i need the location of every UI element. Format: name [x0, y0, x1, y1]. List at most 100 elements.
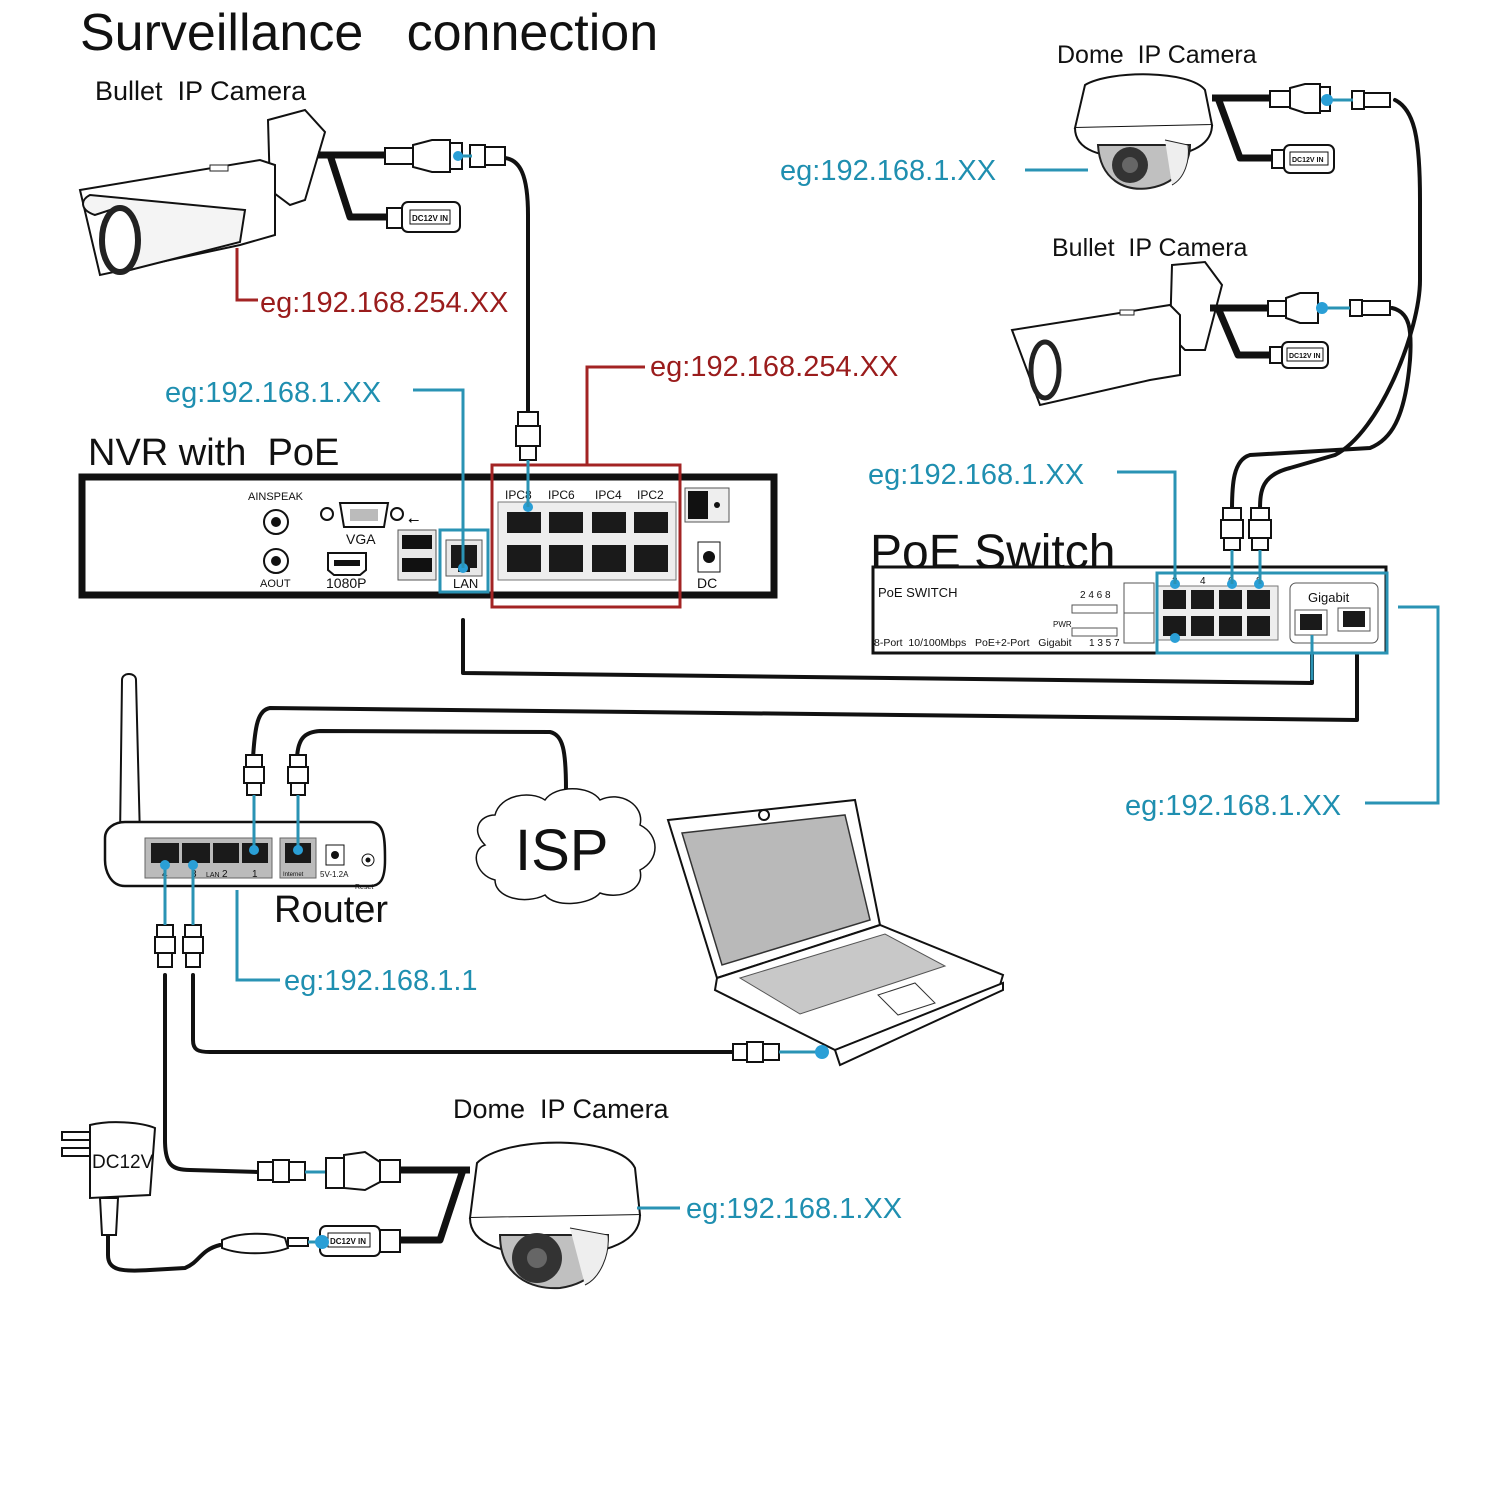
poe-switch[interactable]: PoE Switch PoE SWITCH 8-Port 10/100Mbps … — [868, 459, 1440, 822]
nvr[interactable]: NVR with PoE AINSPEAK AOUT VGA ⭠ — [78, 351, 898, 609]
ip-leader-line — [1117, 470, 1177, 584]
rj45-female-connector-icon — [1267, 292, 1319, 324]
rj45-male-plug-icon — [1349, 299, 1391, 317]
adapter-cable-strain-relief — [98, 1197, 120, 1236]
usb-icon: ⭠ — [408, 511, 419, 527]
dome-camera-top[interactable]: Dome IP Camera DC12V IN eg — [780, 41, 1391, 190]
cable-isp-to-router — [295, 729, 568, 792]
nvr-poe-ports[interactable] — [507, 502, 668, 572]
cable-power-adapter — [106, 1233, 222, 1273]
switch-port — [1219, 616, 1242, 636]
rj45-male-plug-icon — [154, 924, 176, 968]
rj45-male-plug-icon — [515, 411, 541, 461]
bullet-camera-left-label: Bullet IP Camera — [95, 76, 307, 106]
poe-switch-spec: 8-Port 10/100Mbps PoE+2-Port Gigabit — [874, 637, 1072, 649]
bullet-camera-right[interactable]: Bullet IP Camera DC12V IN — [1010, 234, 1391, 407]
rj45-male-plug-icon — [257, 1159, 306, 1183]
rj45-female-connector-icon — [325, 1150, 401, 1192]
switch-port — [1163, 616, 1186, 636]
vga-port-icon[interactable] — [320, 502, 404, 528]
ip-leader-line — [235, 248, 258, 302]
router-port-number: 1 — [252, 869, 258, 880]
power-adapter[interactable]: DC12V — [61, 1121, 157, 1236]
usb-ports-icon[interactable] — [397, 529, 437, 581]
nvr-label: NVR with PoE — [88, 432, 339, 474]
switch-port — [1191, 590, 1214, 609]
nvr-port-vga-label: VGA — [346, 531, 376, 547]
ipc-port — [634, 512, 668, 533]
rj45-male-plug-icon — [182, 924, 204, 968]
rj45-male-plug-icon — [732, 1041, 780, 1063]
dome-camera-icon — [1073, 73, 1214, 190]
ipc-label: IPC4 — [595, 488, 622, 502]
dc12v-in-jack-icon: DC12V IN — [319, 1225, 401, 1257]
poe-switch-ip-right: eg:192.168.1.XX — [1125, 790, 1341, 822]
nvr-ipc-labels: IPC8 IPC6 IPC4 IPC2 — [505, 488, 664, 502]
hdmi-port-icon[interactable] — [327, 552, 367, 576]
switch-poe-ports[interactable] — [1163, 590, 1270, 636]
ip-leader-line — [235, 890, 280, 982]
power-jack-label: DC12V IN — [330, 1237, 366, 1246]
gigabit-label: Gigabit — [1308, 590, 1350, 605]
rj45-male-plug-icon — [1351, 90, 1391, 110]
switch-port — [1163, 590, 1186, 609]
dome-camera-bottom[interactable]: Dome IP Camera DC12V IN — [221, 1094, 902, 1290]
led-bottom-numbers: 1 3 5 7 — [1089, 638, 1120, 649]
ipc-port — [592, 545, 626, 572]
ipc-port — [507, 545, 541, 572]
router[interactable]: 4 3 LAN 2 1 Internet 5V-1.2A Reset Route… — [103, 673, 478, 997]
router-power-label: 5V-1.2A — [320, 870, 349, 879]
status-leds — [1071, 582, 1155, 644]
nvr-port-hdmi-label: 1080P — [326, 575, 366, 591]
plug-prong-icon — [61, 1131, 91, 1141]
rj45-male-plug-icon — [243, 754, 265, 796]
rj45-male-plug-icon — [469, 144, 506, 168]
power-switch[interactable] — [684, 487, 730, 523]
rj45-female-connector-icon — [384, 139, 463, 173]
led-top-numbers: 2 4 6 8 — [1080, 590, 1111, 601]
bullet-camera-icon — [1010, 260, 1224, 407]
audio-out-jack-icon[interactable] — [263, 548, 289, 574]
isp-cloud[interactable]: ISP — [475, 788, 656, 905]
dc12v-in-jack-icon: DC12V IN — [386, 201, 461, 233]
laptop[interactable] — [666, 798, 1005, 1067]
ipc-port — [634, 545, 668, 572]
ipc-label: IPC2 — [637, 488, 664, 502]
switch-port — [1191, 616, 1214, 636]
page-title: Surveillance connection — [80, 4, 658, 62]
power-jack-label: DC12V IN — [412, 214, 448, 223]
bullet-camera-left[interactable]: Bullet IP Camera DC12V IN eg — [78, 76, 508, 319]
poe-switch-panel-title: PoE SWITCH — [878, 585, 957, 600]
ipc-port — [592, 512, 626, 533]
switch-port — [1247, 590, 1270, 609]
router-reset-button[interactable] — [361, 853, 375, 867]
dome-camera-bottom-label: Dome IP Camera — [453, 1094, 670, 1124]
nvr-port-dc-label: DC — [697, 575, 717, 591]
rj45-male-plug-icon — [287, 754, 309, 796]
nvr-port-lan-label: LAN — [453, 576, 478, 591]
gigabit-ports[interactable] — [1294, 607, 1371, 636]
ip-leader-line — [1365, 605, 1440, 805]
router-power-jack-icon[interactable] — [325, 844, 345, 866]
dc-barrel-plug-icon — [221, 1232, 309, 1255]
router-port-number: 2 — [222, 869, 228, 880]
dc-power-jack-icon[interactable] — [697, 541, 721, 573]
rj45-male-plug-icon — [1248, 507, 1272, 551]
dome-camera-icon — [468, 1141, 642, 1290]
dc12v-in-jack-icon: DC12V IN — [1269, 341, 1329, 369]
audio-in-jack-icon[interactable] — [263, 509, 289, 535]
power-adapter-label: DC12V — [92, 1152, 154, 1173]
cable-bullet-right-to-switch — [1230, 306, 1413, 512]
cable-switch-to-router — [251, 648, 1359, 760]
ip-leader-line — [413, 388, 465, 568]
nvr-port-aout-label: AOUT — [260, 578, 291, 590]
ipc-port — [549, 545, 583, 572]
adapter-body-icon — [89, 1121, 157, 1200]
isp-label: ISP — [515, 818, 609, 883]
bullet-camera-left-ip: eg:192.168.254.XX — [260, 287, 508, 319]
pwr-label: PWR — [1053, 620, 1072, 629]
ipc-label: IPC6 — [548, 488, 575, 502]
nvr-poe-ip: eg:192.168.254.XX — [650, 351, 898, 383]
rj45-female-connector-icon — [1269, 83, 1331, 114]
